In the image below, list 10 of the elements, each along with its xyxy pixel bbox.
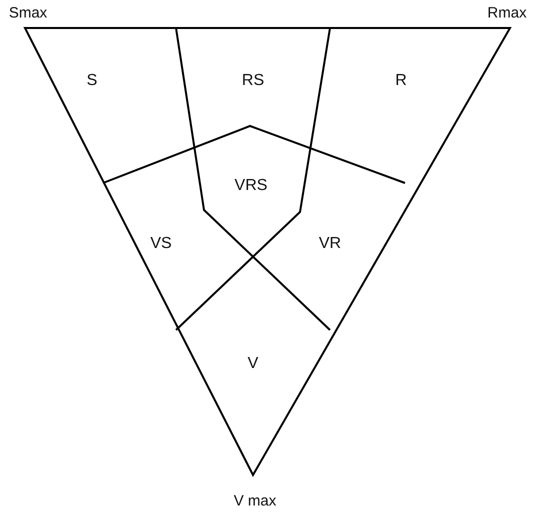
corner-label: Rmax (487, 6, 527, 20)
corner-label: Smax (8, 6, 48, 20)
corner-label: V max (234, 494, 276, 508)
region-label: R (395, 73, 407, 89)
region-label: VRS (234, 178, 268, 194)
region-label: VR (318, 236, 342, 252)
region-label: RS (242, 73, 264, 89)
region-label: V (248, 356, 258, 372)
region-label: VS (150, 236, 172, 252)
region-label: S (86, 73, 98, 89)
